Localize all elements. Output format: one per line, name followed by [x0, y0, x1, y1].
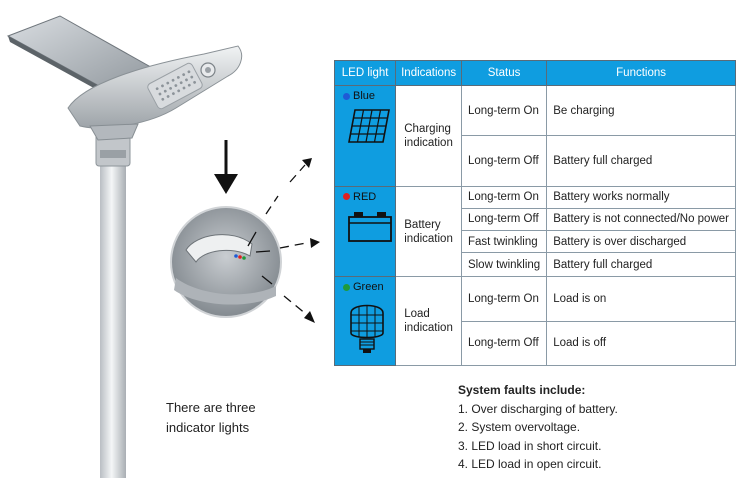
column-header: LED light	[333, 60, 397, 86]
function-cell: Battery works normally	[546, 185, 736, 209]
pointer-arrows-icon	[247, 158, 320, 323]
solar-lamp-head-icon	[6, 15, 243, 141]
caption: There are three indicator lights	[166, 398, 256, 438]
table-row: Long-term Off Battery full charged	[335, 135, 736, 187]
fault-item: 2. System overvoltage.	[458, 420, 581, 434]
status-cell: Slow twinkling	[460, 252, 548, 278]
table-row: Slow twinkling Battery full charged	[335, 252, 736, 278]
function-cell: Load is on	[546, 276, 736, 322]
status-cell: Long-term Off	[460, 320, 548, 367]
led-cell-green: Green	[333, 276, 397, 366]
indicator-zoom-icon	[170, 206, 282, 318]
battery-icon	[348, 211, 392, 242]
indication-cell: Charging indication	[395, 85, 462, 187]
table-row: Fast twinkling Battery is over discharge…	[335, 230, 736, 254]
led-cell-red: RED	[333, 185, 397, 278]
status-cell: Long-term On	[460, 185, 548, 209]
column-header: Functions	[546, 60, 736, 86]
status-cell: Long-term On	[460, 84, 548, 137]
table-row: Green Load indication Long-term O	[333, 276, 736, 366]
led-name: Blue	[353, 90, 376, 102]
function-cell: Battery full charged	[546, 252, 736, 278]
pole-icon	[95, 125, 131, 478]
caption-line: indicator lights	[166, 420, 250, 435]
led-lamp-icon	[350, 305, 384, 354]
table-row: Blue Charging indication Long-term On Be…	[333, 84, 736, 187]
red-dot-icon	[343, 193, 350, 201]
function-cell: Battery is over discharged	[546, 230, 736, 254]
function-cell: Battery is not connected/No power	[546, 207, 736, 232]
fault-item: 1. Over discharging of battery.	[458, 401, 618, 416]
status-cell: Fast twinkling	[460, 230, 548, 254]
function-cell: Battery full charged	[546, 135, 736, 187]
status-cell: Long-term Off	[460, 207, 548, 232]
fault-item: 4. LED load in open circuit.	[458, 457, 602, 471]
table-header-row: LED light Indications Status Functions	[333, 60, 736, 86]
caption-line: There are three	[166, 400, 256, 415]
table-row: RED Battery indication Long-term On Batt…	[333, 185, 736, 278]
led-cell-blue: Blue	[333, 85, 397, 187]
down-arrow-icon	[214, 140, 238, 194]
indication-cell: Battery indication	[395, 185, 462, 278]
solar-panel-icon	[348, 109, 390, 143]
led-name: RED	[353, 190, 377, 203]
column-header: Indications	[395, 60, 462, 86]
led-indicator-table: LED light Indications Status Functions B…	[333, 60, 736, 367]
column-header: Status	[460, 60, 548, 86]
faults-title: System faults include:	[458, 383, 586, 397]
system-faults: System faults include: 1. Over dischargi…	[458, 381, 618, 474]
fault-item: 3. LED load in short circuit.	[458, 438, 602, 453]
status-cell: Long-term Off	[460, 135, 548, 187]
indication-cell: Load indication	[395, 276, 462, 366]
status-cell: Long-term On	[460, 276, 548, 322]
green-dot-icon	[343, 283, 350, 291]
blue-dot-icon	[343, 92, 350, 100]
led-name: Green	[353, 281, 384, 294]
function-cell: Be charging	[546, 84, 736, 137]
function-cell: Load is off	[546, 320, 736, 367]
table-row: Long-term Off Load is off	[335, 320, 736, 367]
